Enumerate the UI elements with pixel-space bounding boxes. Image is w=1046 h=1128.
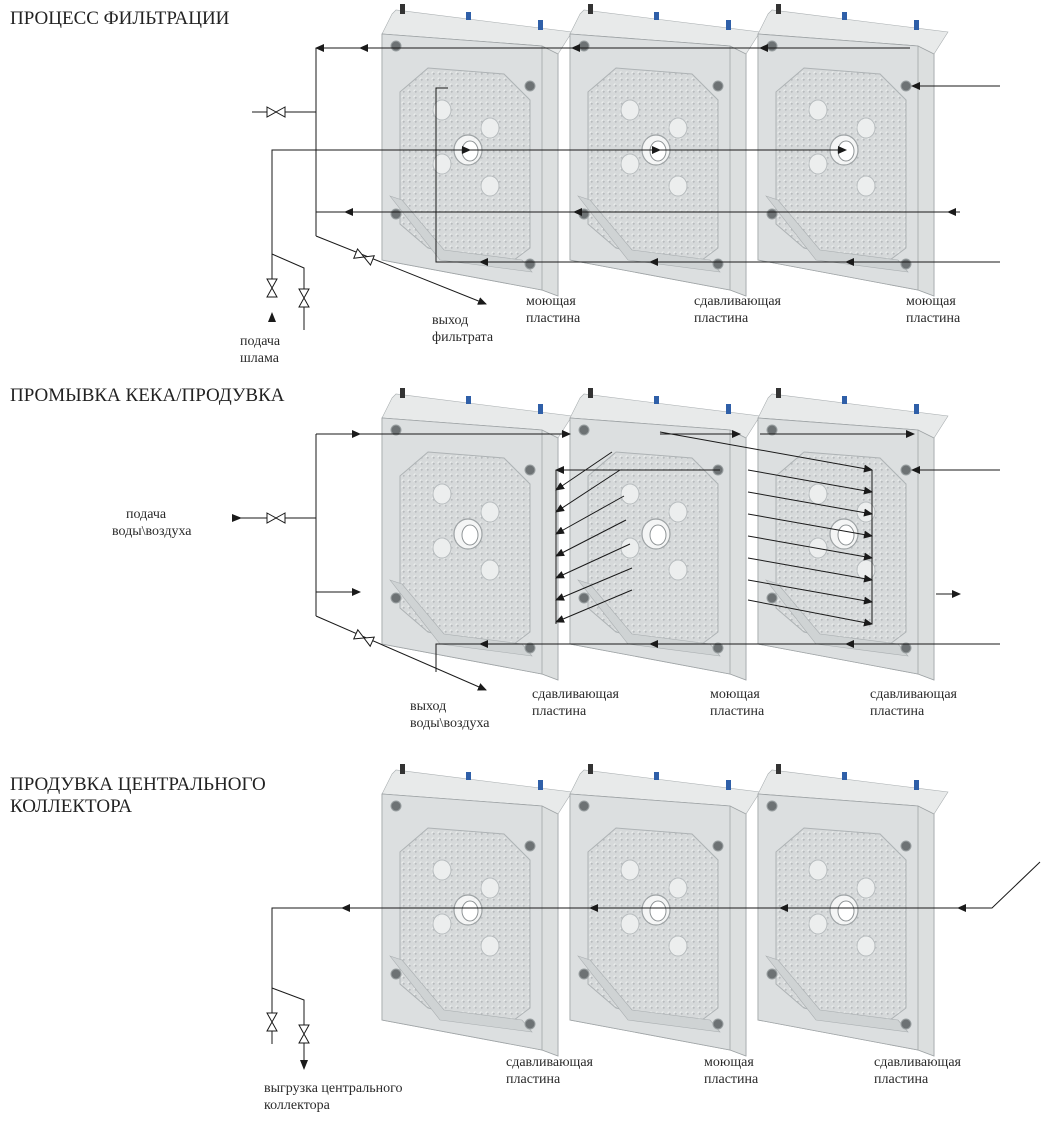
plate-label-3-3-line1: сдавливающая — [874, 1055, 962, 1070]
plate-label-2-2-line1: моющая — [710, 687, 760, 702]
plate-2-3 — [757, 387, 949, 681]
plate-label-2-1: сдавливающая пластина — [532, 687, 623, 719]
section-filtration: ПРОЦЕСС ФИЛЬТРАЦИИ подача шлама выход фи… — [10, 3, 1000, 366]
plate-label-3-2-line1: моющая — [704, 1055, 754, 1070]
plate-label-3-3-line2: пластина — [874, 1072, 929, 1087]
outlet-label-2: выход воды\воздуха — [410, 699, 490, 731]
outlet-label-3-line2: коллектора — [264, 1098, 331, 1113]
section-2-title: ПРОМЫВКА КЕКА/ПРОДУВКА — [10, 385, 285, 406]
plate-label-2-line2: пластина — [694, 311, 749, 326]
plate-label-2-3-line1: сдавливающая — [870, 687, 958, 702]
feed-label-2-line1: подача — [126, 507, 167, 522]
section-3-title-line1: ПРОДУВКА ЦЕНТРАЛЬНОГО — [10, 774, 266, 795]
plate-3-3 — [757, 763, 949, 1057]
plate-label-3-line2: пластина — [906, 311, 961, 326]
outlet-label-line1: выход — [432, 313, 468, 328]
plate-label-3-2: моющая пластина — [704, 1055, 759, 1087]
plate-label-1-line2: пластина — [526, 311, 581, 326]
plate-label-3-2-line2: пластина — [704, 1072, 759, 1087]
plate-label-3-1-line1: сдавливающая — [506, 1055, 594, 1070]
flow-lines-2 — [232, 430, 1000, 691]
plate-3-1 — [381, 763, 573, 1057]
feed-label: подача шлама — [240, 334, 284, 366]
outlet-label-2-line1: выход — [410, 699, 446, 714]
plate-3-2 — [569, 763, 761, 1057]
flow-lines-3 — [271, 861, 1041, 1060]
plate-label-2-3-line2: пластина — [870, 704, 925, 719]
plate-label-2-line1: сдавливающая — [694, 294, 782, 309]
plate-label-2-2-line2: пластина — [710, 704, 765, 719]
feed-label-line2: шлама — [240, 351, 280, 366]
plate-label-2-3: сдавливающая пластина — [870, 687, 961, 719]
plate-label-3: моющая пластина — [906, 294, 961, 326]
plate-label-1-line1: моющая — [526, 294, 576, 309]
plate-label-3-1: сдавливающая пластина — [506, 1055, 597, 1087]
section-1-title: ПРОЦЕСС ФИЛЬТРАЦИИ — [10, 8, 230, 29]
plate-2-1 — [381, 387, 573, 681]
outlet-label-2-line2: воды\воздуха — [410, 716, 490, 731]
plate-label-1: моющая пластина — [526, 294, 581, 326]
plate-label-2: сдавливающая пластина — [694, 294, 785, 326]
section-cake-washing: ПРОМЫВКА КЕКА/ПРОДУВКА подача воды\возду… — [10, 385, 1000, 731]
plate-label-3-3: сдавливающая пластина — [874, 1055, 965, 1087]
plate-label-2-1-line2: пластина — [532, 704, 587, 719]
section-3-title-line2: КОЛЛЕКТОРА — [10, 796, 132, 817]
feed-label-line1: подача — [240, 334, 281, 349]
feed-label-2: подача воды\воздуха — [112, 507, 192, 539]
feed-label-2-line2: воды\воздуха — [112, 524, 192, 539]
outlet-label-line2: фильтрата — [432, 330, 494, 345]
outlet-label: выход фильтрата — [432, 313, 494, 345]
section-core-blow: ПРОДУВКА ЦЕНТРАЛЬНОГО КОЛЛЕКТОРА выгрузк… — [10, 763, 1041, 1113]
section-3-title: ПРОДУВКА ЦЕНТРАЛЬНОГО КОЛЛЕКТОРА — [10, 774, 271, 817]
outlet-label-3: выгрузка центрального коллектора — [264, 1081, 406, 1113]
plate-label-3-1-line2: пластина — [506, 1072, 561, 1087]
plate-label-3-line1: моющая — [906, 294, 956, 309]
plate-label-2-2: моющая пластина — [710, 687, 765, 719]
flow-lines-1 — [252, 44, 1000, 330]
plate-label-2-1-line1: сдавливающая — [532, 687, 620, 702]
outlet-label-3-line1: выгрузка центрального — [264, 1081, 403, 1096]
